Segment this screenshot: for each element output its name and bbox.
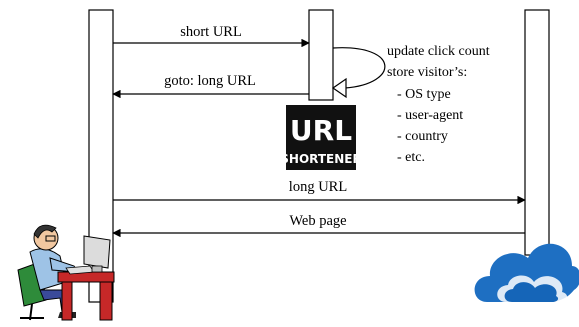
short-url-label: short URL bbox=[180, 24, 242, 40]
long-url-label: long URL bbox=[289, 179, 347, 195]
note-store-visitors: store visitor’s: bbox=[387, 65, 467, 80]
note-item: - etc. bbox=[397, 150, 425, 165]
note-item: - OS type bbox=[397, 87, 451, 102]
shortener-lifeline bbox=[308, 9, 334, 101]
self-call-arrowhead bbox=[331, 77, 347, 99]
server-lifeline bbox=[524, 9, 550, 256]
logo-url-text: URL bbox=[290, 114, 352, 147]
url-shortener-logo: URL SHORTENER bbox=[280, 105, 362, 170]
note-item: - user-agent bbox=[397, 108, 463, 123]
note-item: - country bbox=[397, 129, 448, 144]
note-update-click-count: update click count bbox=[387, 44, 490, 59]
web-page-label: Web page bbox=[289, 213, 346, 229]
self-call-loop bbox=[332, 47, 386, 89]
logo-shortener-text: SHORTENER bbox=[280, 152, 361, 166]
person-at-computer-icon bbox=[17, 224, 115, 321]
goto-long-url-label: goto: long URL bbox=[164, 73, 256, 89]
cloud-icon bbox=[474, 243, 579, 302]
